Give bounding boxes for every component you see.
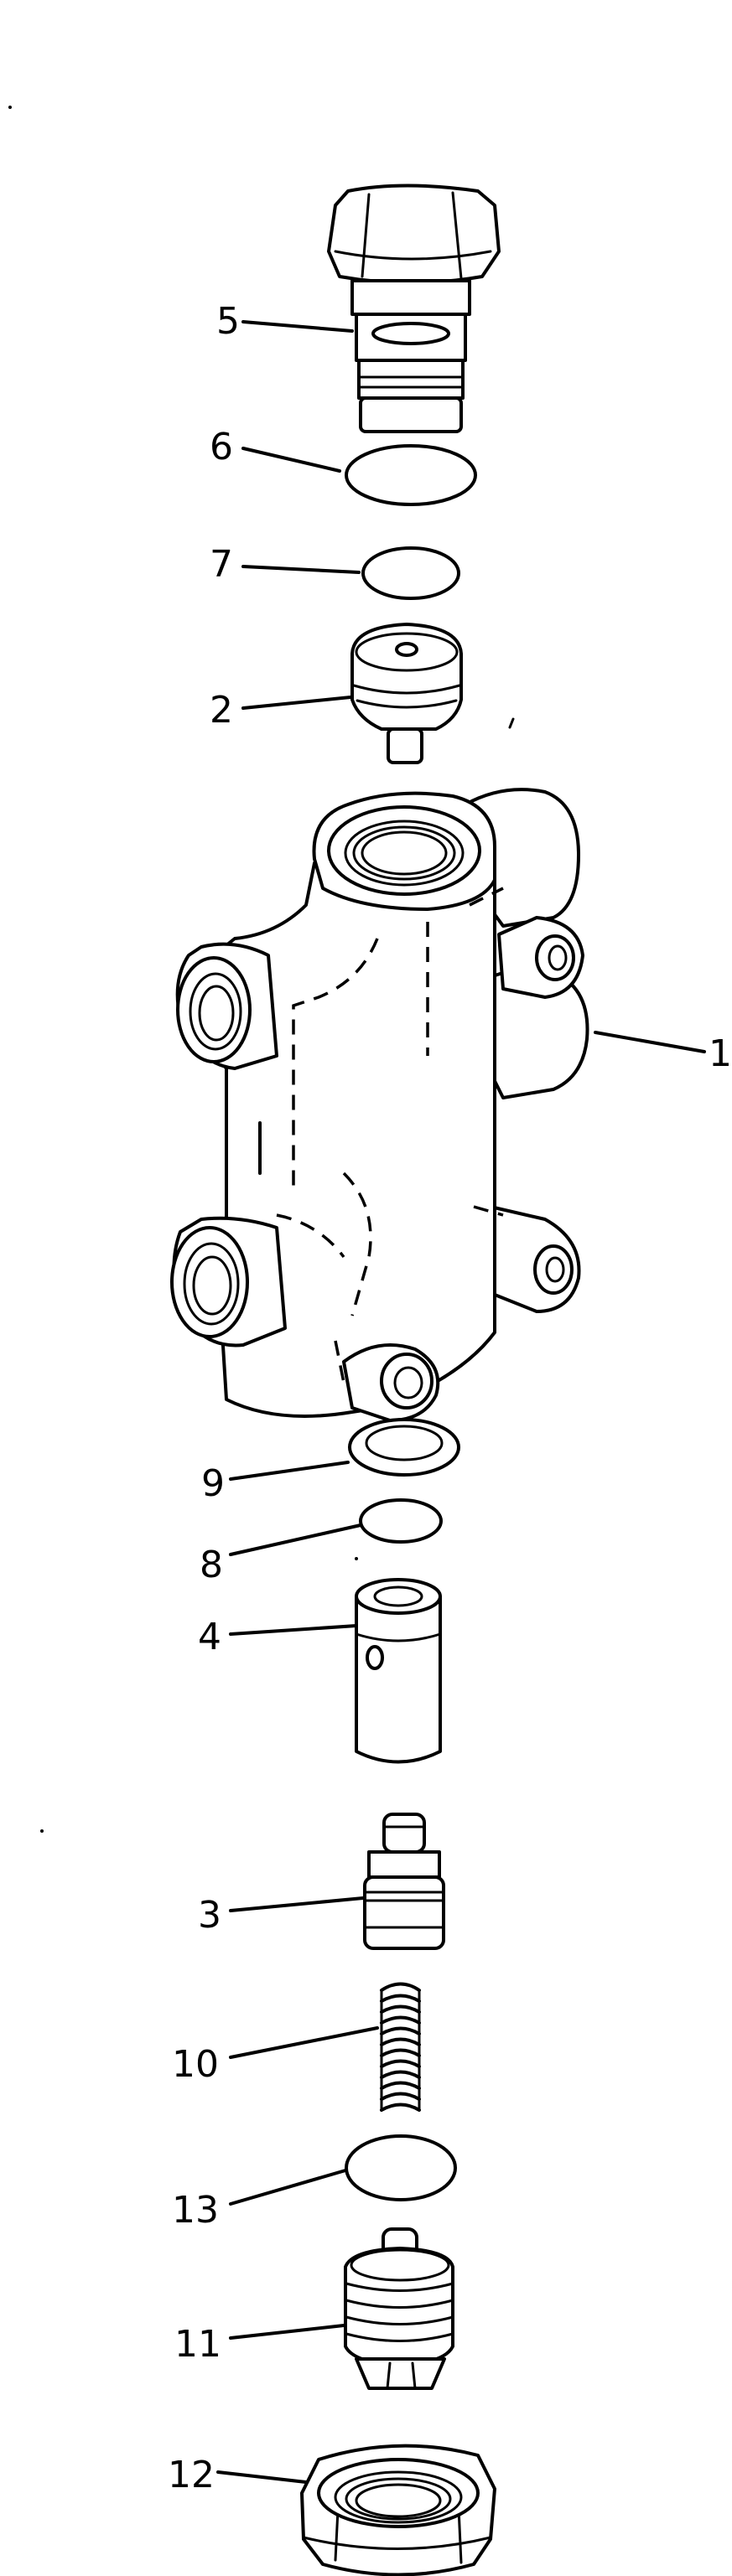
speck [355, 1557, 358, 1560]
part-2-valve-seat [350, 623, 463, 764]
leader-13 [229, 2169, 347, 2206]
callout-1: 1 [709, 1032, 732, 1075]
callout-5: 5 [216, 300, 240, 343]
speck [508, 717, 515, 729]
leader-lines [216, 320, 706, 2484]
leader-11 [229, 2324, 345, 2340]
leader-1 [594, 1031, 706, 1053]
callout-4: 4 [198, 1616, 221, 1658]
part-3-spool [363, 1813, 445, 1950]
part-10-spring [380, 1982, 421, 2112]
leader-3 [229, 1896, 365, 1912]
callout-7: 7 [210, 543, 233, 586]
part-1-valve-body [170, 788, 589, 1422]
leader-7 [241, 565, 361, 574]
callout-11: 11 [174, 2323, 221, 2366]
part-13-o-ring [345, 2134, 457, 2201]
callout-8: 8 [200, 1544, 223, 1586]
part-9-ring [348, 1418, 460, 1477]
part-6-o-ring [345, 444, 477, 506]
leader-6 [241, 447, 341, 473]
part-12-hex-nut [300, 2444, 496, 2576]
leader-10 [229, 2026, 379, 2059]
callout-12: 12 [168, 2454, 215, 2496]
callout-13: 13 [172, 2189, 219, 2232]
speck [8, 106, 12, 109]
speck [40, 1829, 44, 1833]
part-8-o-ring [359, 1498, 443, 1544]
part-11-plug [344, 2227, 454, 2390]
part-5-plug [327, 184, 501, 433]
leader-12 [216, 2470, 308, 2484]
callout-6: 6 [210, 426, 233, 468]
callout-3: 3 [198, 1894, 221, 1937]
part-4-sleeve [355, 1578, 442, 1764]
callout-labels: 5 6 7 2 1 9 8 4 3 10 13 11 12 [168, 300, 732, 2496]
leader-5 [241, 320, 354, 333]
leader-4 [229, 1624, 358, 1636]
leader-2 [241, 696, 352, 710]
callout-10: 10 [172, 2043, 219, 2086]
leader-9 [229, 1461, 350, 1481]
leader-8 [229, 1523, 362, 1556]
callout-9: 9 [201, 1462, 225, 1505]
callout-2: 2 [210, 689, 233, 732]
part-7-o-ring [361, 546, 460, 600]
